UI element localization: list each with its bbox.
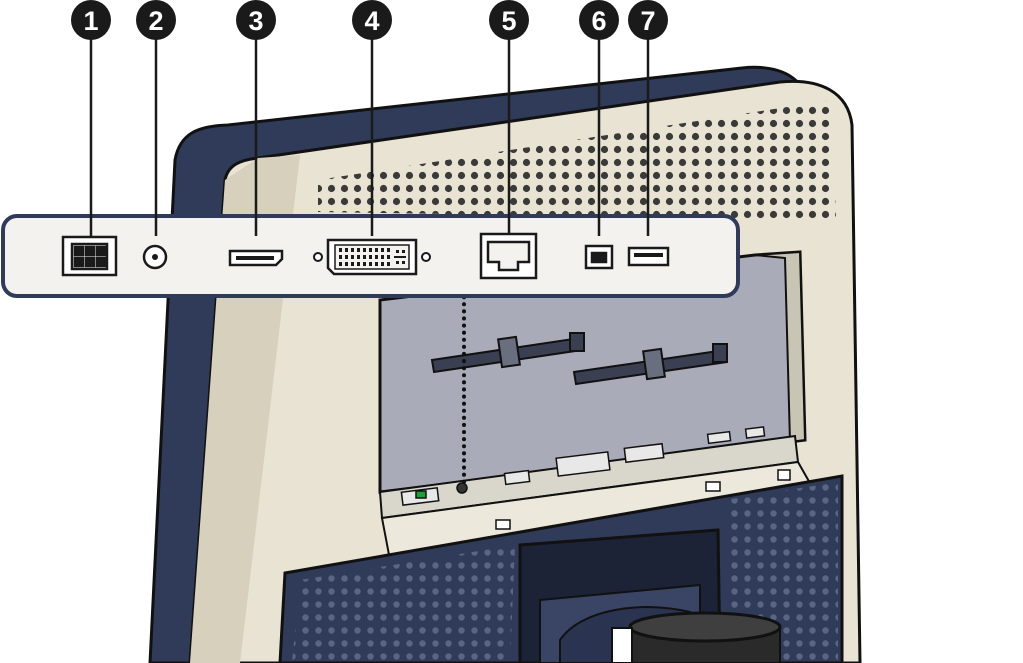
callout-marker-5: 5 xyxy=(489,0,529,40)
cable-tie-right xyxy=(572,343,729,386)
callout-number: 2 xyxy=(148,6,163,36)
callout-marker-2: 2 xyxy=(136,0,176,40)
callout-number: 3 xyxy=(248,6,263,36)
callout-number: 5 xyxy=(501,6,516,36)
callout-marker-7: 7 xyxy=(628,0,668,40)
ethernet-port-icon xyxy=(479,232,538,280)
callout-marker-1: 1 xyxy=(71,0,111,40)
stand-vent-left xyxy=(292,545,515,663)
audio-jack-icon xyxy=(142,244,168,270)
callout-marker-3: 3 xyxy=(236,0,276,40)
callout-marker-6: 6 xyxy=(579,0,619,40)
callout-number: 7 xyxy=(640,6,655,36)
dvi-port-icon xyxy=(313,238,431,276)
callout-number: 1 xyxy=(83,6,98,36)
usb-b-port-icon xyxy=(584,244,614,270)
bay-ports xyxy=(400,426,766,506)
callout-marker-4: 4 xyxy=(352,0,392,40)
callout-number: 4 xyxy=(364,6,379,36)
port-bay-inner-rim xyxy=(754,250,807,444)
callout-leader-lines xyxy=(89,37,650,236)
displayport-icon xyxy=(228,249,284,267)
usb-a-port-icon xyxy=(627,246,670,267)
callout-number: 6 xyxy=(591,6,606,36)
upper-vent-grille xyxy=(318,100,836,220)
cable-tie-left xyxy=(430,332,585,374)
power-connector-icon xyxy=(61,235,118,277)
stand-post xyxy=(611,611,782,663)
